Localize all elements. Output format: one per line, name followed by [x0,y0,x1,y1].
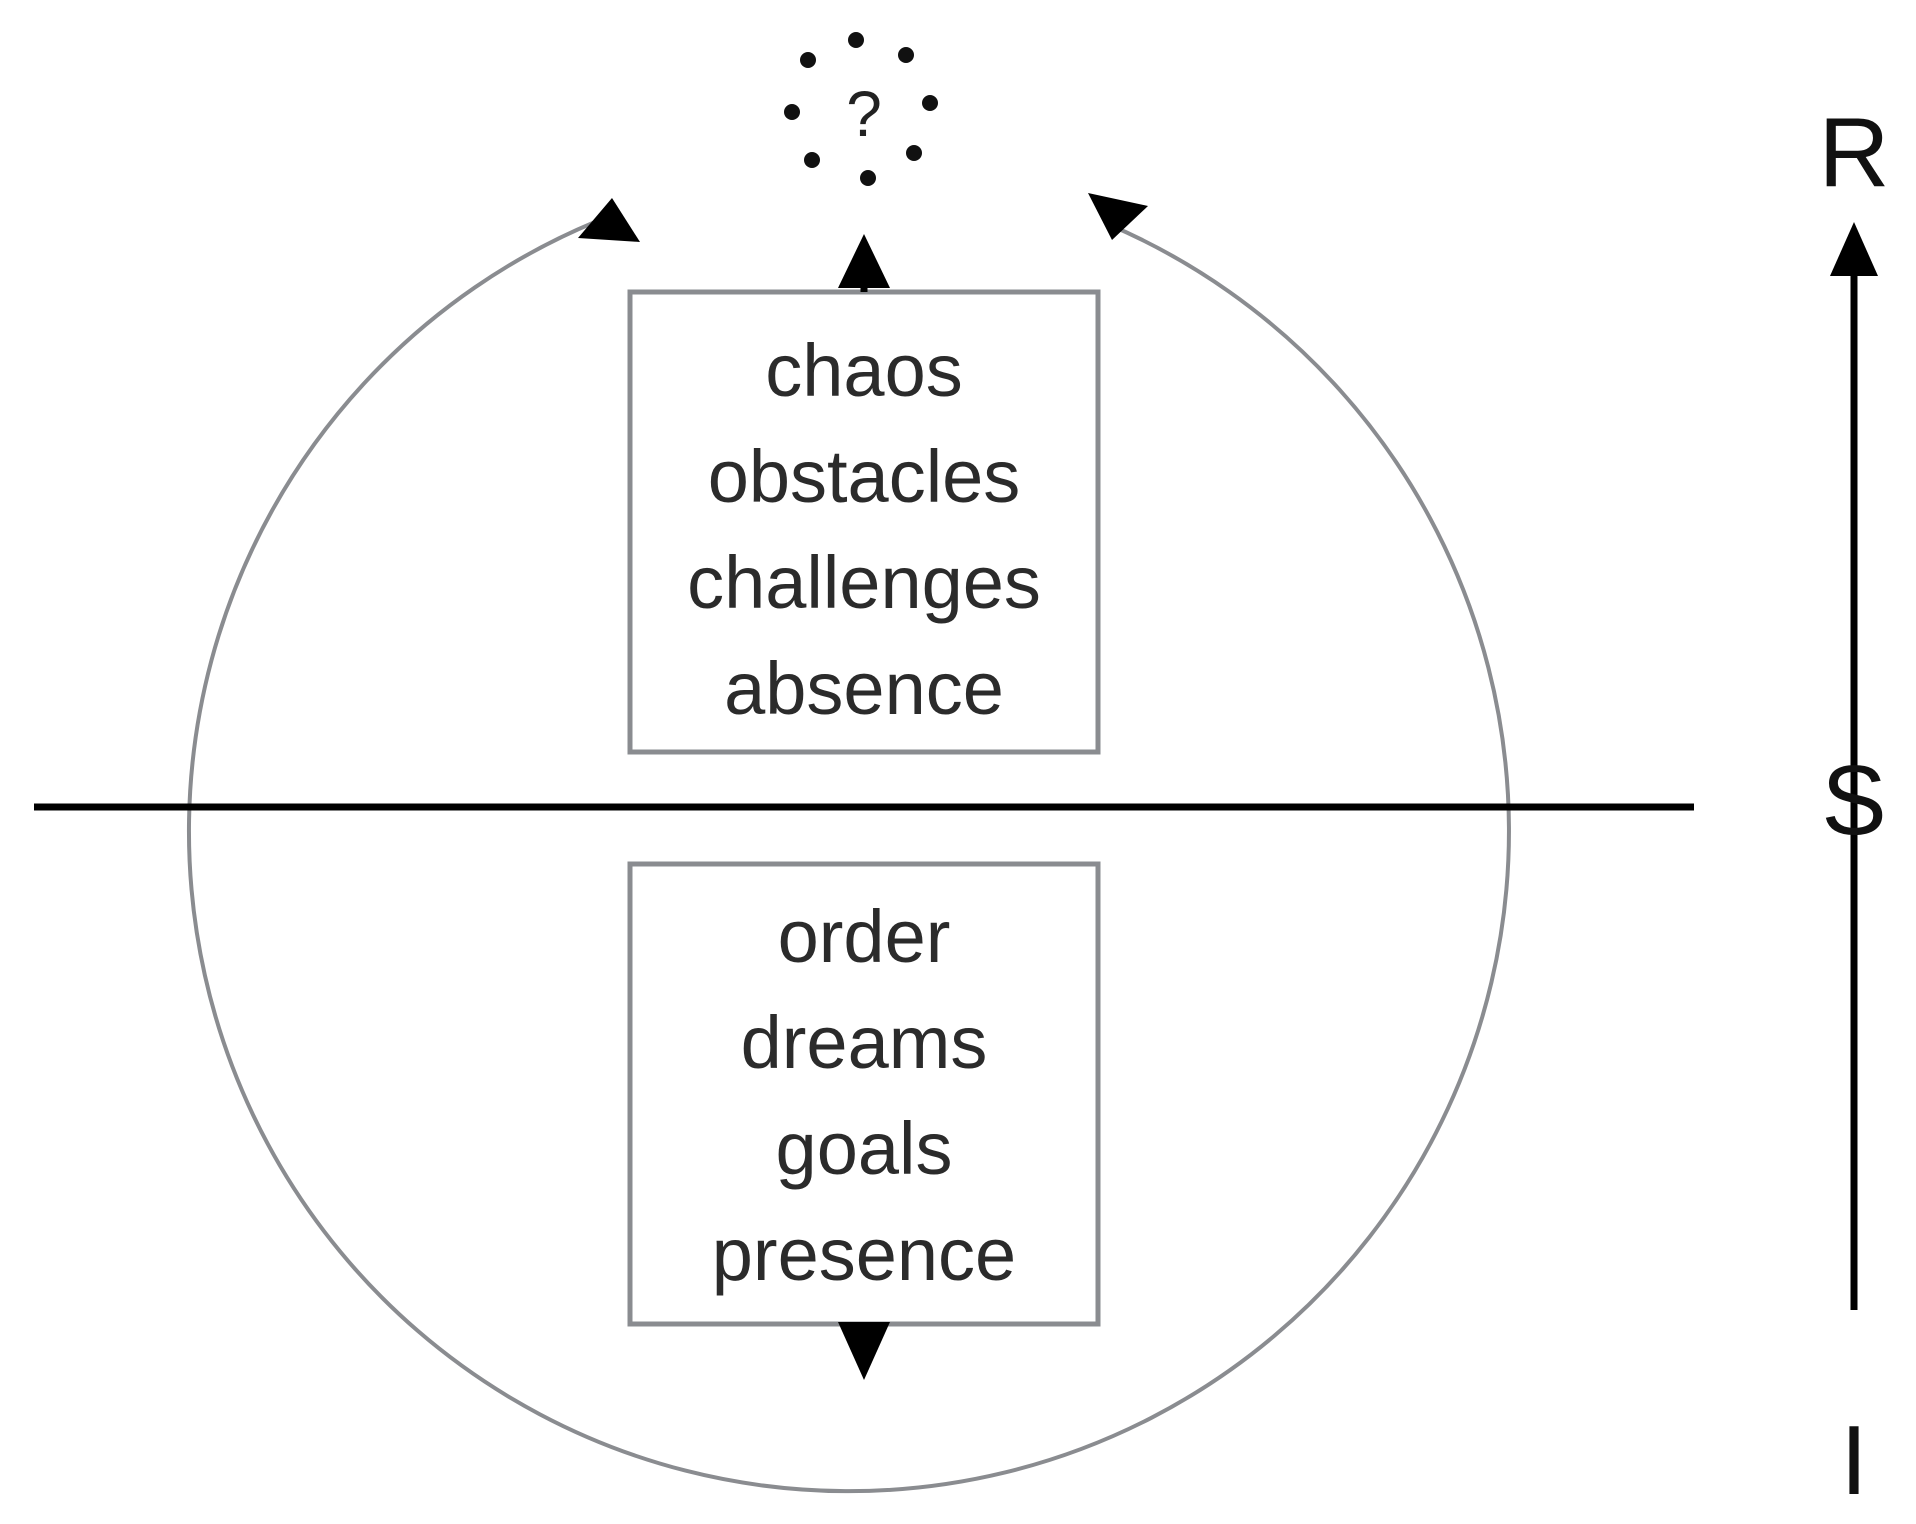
lower-word-3: goals [776,1107,953,1190]
vertical-axis-arrow-icon [1830,222,1878,276]
lower-word-1: order [778,895,951,978]
unknown-question-mark: ? [846,78,882,150]
upper-word-1: chaos [765,329,962,412]
upper-word-3: challenges [687,541,1041,624]
left-arc-arrow-icon [578,198,640,242]
axis-top-label: R [1819,97,1890,207]
dotted-circle-icon [784,32,938,186]
lower-box [627,861,1101,1327]
lower-word-2: dreams [741,1001,988,1084]
lower-box-arrow-icon [838,1322,890,1380]
upper-box [627,289,1101,755]
cycle-arc [186,220,1511,1494]
axis-middle-label: S [1821,745,1886,855]
upper-box-arrow-icon [838,234,890,288]
axis-bottom-label: I [1840,1405,1867,1515]
upper-word-2: obstacles [708,435,1021,518]
right-arc-arrow-icon [1088,193,1148,240]
lower-word-4: presence [712,1213,1016,1296]
upper-word-4: absence [724,647,1004,730]
